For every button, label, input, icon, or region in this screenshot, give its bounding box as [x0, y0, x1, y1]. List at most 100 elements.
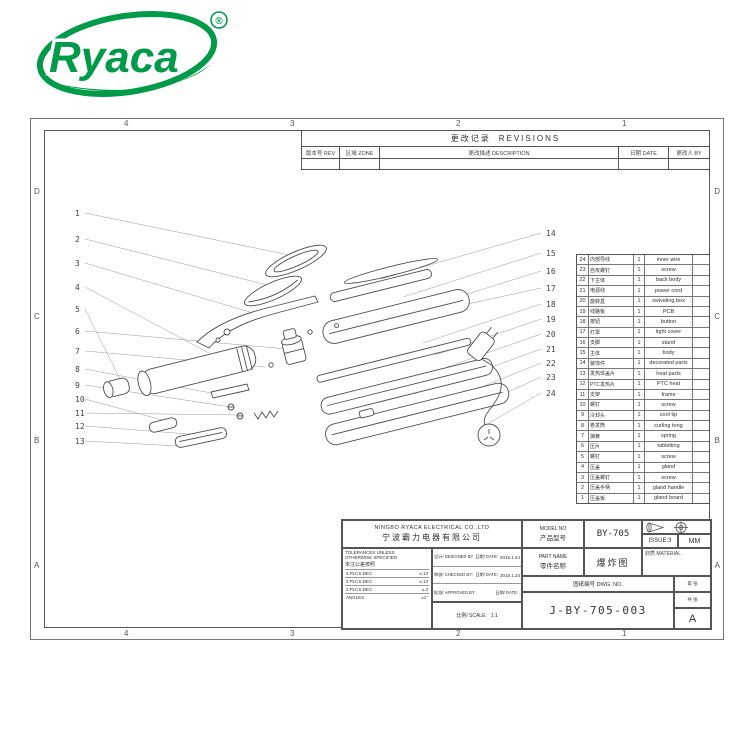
- part-qty: 1: [634, 410, 645, 420]
- part-material: [693, 442, 709, 451]
- part-name-label-cn: 零件名称: [540, 563, 566, 570]
- part-name-en: PTC heat: [645, 379, 693, 389]
- revisions-title: 更改记录 REVISIONS: [302, 131, 709, 147]
- part-name-en: tabletting: [645, 441, 693, 452]
- registered-trademark-icon: ®: [210, 11, 228, 29]
- part-material: [693, 483, 709, 492]
- part-name-cn: 旋转盒: [589, 296, 634, 306]
- part-qty: 1: [634, 327, 645, 337]
- part-no: 15: [577, 348, 589, 358]
- part-label-19: 19: [546, 315, 556, 324]
- part-material: [693, 307, 709, 316]
- part-label-23: 23: [546, 373, 556, 382]
- drawing-number-value: J-BY-705-003: [522, 592, 674, 629]
- tolerance-label: 3 PLCS DEC: [346, 579, 373, 584]
- part-name-cn: 按钮: [589, 317, 634, 327]
- round-plug-face: [477, 423, 501, 447]
- bracket: [210, 383, 250, 399]
- revisions-col-zone: 区域 ZONE: [340, 147, 380, 158]
- part-qty: 1: [634, 286, 645, 296]
- part-qty: 1: [634, 472, 645, 483]
- tolerance-label: ANGLES: [346, 595, 365, 600]
- part-no: 12: [577, 379, 589, 389]
- part-material: [693, 421, 709, 430]
- part-qty: 1: [634, 483, 645, 493]
- zone-row-right-B: B: [714, 436, 720, 445]
- part-name-en: gland: [645, 462, 693, 472]
- part-name-en: spring: [645, 431, 693, 441]
- sign-date-value: 2015.1.24: [499, 572, 520, 578]
- tolerance-cell: TOLERANCES UNLESS OTHERWISE SPECIFIED 未注…: [342, 548, 432, 629]
- center-connector: [281, 328, 307, 365]
- part-name-en: light cover: [645, 327, 693, 337]
- revisions-empty-cell: [669, 159, 709, 170]
- part-material: [693, 338, 709, 347]
- model-label-en: MODEL NO: [539, 526, 567, 532]
- part-label-10: 10: [75, 395, 85, 404]
- curling-iron-parts: [103, 244, 510, 448]
- part-qty: 1: [634, 348, 645, 358]
- part-name-cn: PTC发热片: [589, 379, 634, 389]
- zone-row-right-A: A: [714, 560, 720, 570]
- part-qty: 1: [634, 441, 645, 452]
- part-name-en: swiveling box: [645, 296, 693, 306]
- part-label-3: 3: [75, 259, 80, 268]
- sign-row: 审核/ CHECKED BY:日期/ DATE:2015.1.24: [433, 567, 521, 585]
- part-name-en: heat parts: [645, 369, 693, 379]
- part-label-12: 12: [75, 422, 85, 431]
- sign-date-label: 日期/ DATE:: [495, 589, 518, 595]
- scale-cell: 比例/ SCALE: 1:1: [432, 602, 522, 629]
- part-name-en: stand: [645, 338, 693, 348]
- cool-tip-part: [148, 417, 178, 433]
- tolerance-row: 2 PLCS DEC±.3: [345, 585, 429, 593]
- part-name-en: power cord: [645, 286, 693, 296]
- part-name-en: decorated parts: [645, 358, 693, 369]
- zone-col-bottom-1: 1: [622, 629, 627, 638]
- part-name-cn: 内部导线: [589, 255, 634, 265]
- part-qty: 1: [634, 338, 645, 348]
- zone-col-bottom-2: 2: [456, 629, 461, 638]
- part-name-cn: 主体: [589, 348, 634, 358]
- part-label-1: 1: [75, 209, 80, 218]
- part-label-2: 2: [75, 235, 80, 244]
- sign-date-label: 日期/ DATE:: [475, 572, 498, 577]
- zone-row-left-C: C: [34, 311, 40, 321]
- part-name-cn: 自攻螺钉: [589, 265, 634, 275]
- part-name-cn: 螺钉: [589, 400, 634, 410]
- part-label-21: 21: [546, 345, 556, 354]
- part-qty: 1: [634, 296, 645, 306]
- part-name-cn: 支脚: [589, 338, 634, 348]
- part-no: 6: [577, 441, 589, 452]
- part-name-en: cool tip: [645, 410, 693, 420]
- sheet-number-cell: 第 张: [674, 576, 711, 592]
- part-name-cn: 压盖板: [589, 493, 634, 503]
- part-no: 3: [577, 472, 589, 483]
- tolerance-value: ±.13: [419, 579, 428, 584]
- tolerance-label: 4 PLCS DEC: [346, 571, 373, 576]
- part-name-cn: 下主体: [589, 275, 634, 286]
- part-material: [693, 380, 709, 389]
- title-block: NINGBO RYACA ELECTRICAL CO.,LTD 宁波霸力电器有限…: [341, 519, 712, 630]
- decor-strip: [343, 258, 439, 284]
- part-name-cn: 压盖: [589, 462, 634, 472]
- ptc-plate: [316, 337, 472, 383]
- part-material: [693, 348, 709, 357]
- model-label-cn: 产品型号: [540, 535, 566, 542]
- part-name-cn: 装饰件: [589, 358, 634, 369]
- revisions-empty-cell: [380, 159, 619, 170]
- part-name-en: PCB: [645, 306, 693, 317]
